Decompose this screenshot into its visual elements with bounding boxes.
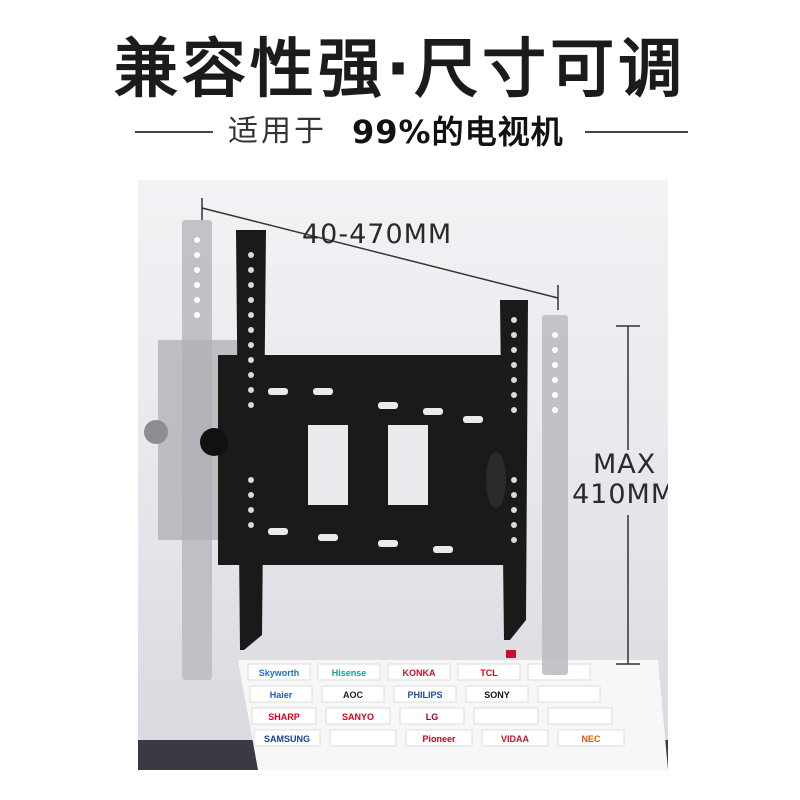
brand-tiles: Skyworth Hisense KONKA TCL Haier AOC PHI… xyxy=(247,663,625,747)
brand-philips: PHILIPS xyxy=(407,690,442,700)
ghost-arm-holes xyxy=(194,237,558,413)
brand-hisense: Hisense xyxy=(332,668,367,678)
height-max-label: MAX xyxy=(593,449,657,480)
brand-lg: LG xyxy=(426,712,439,722)
height-dimension xyxy=(616,325,640,665)
left-tilt-knob xyxy=(200,428,228,456)
right-arm xyxy=(486,300,528,658)
brand-sony: SONY xyxy=(484,690,510,700)
brand-samsung: SAMSUNG xyxy=(264,734,310,744)
height-value-label: 410MM xyxy=(572,479,668,510)
width-range-label: 40-470MM xyxy=(302,219,453,250)
brand-vidaa: VIDAA xyxy=(501,734,530,744)
subtitle-prefix: 适用于 xyxy=(228,114,327,149)
subtitle-highlight: 99%的电视机 xyxy=(352,113,564,151)
brand-pioneer: Pioneer xyxy=(422,734,456,744)
brand-skyworth: Skyworth xyxy=(259,668,300,678)
subtitle-row: 适用于 99%的电视机 xyxy=(0,112,800,152)
wall-plate xyxy=(218,355,518,565)
ghost-knob xyxy=(144,420,168,444)
subtitle-right-rule xyxy=(585,131,688,133)
brand-konka: KONKA xyxy=(403,668,436,678)
brand-nec: NEC xyxy=(581,734,601,744)
width-dimension xyxy=(201,198,559,310)
brand-aoc: AOC xyxy=(343,690,364,700)
product-image: Skyworth Hisense KONKA TCL Haier AOC PHI… xyxy=(138,180,668,770)
left-arm xyxy=(236,230,266,650)
brand-haier: Haier xyxy=(270,690,293,700)
subtitle-left-rule xyxy=(135,131,213,133)
brand-sharp: SHARP xyxy=(268,712,300,722)
page-title: 兼容性强·尺寸可调 xyxy=(113,33,687,107)
tv-bracket-illustration: Skyworth Hisense KONKA TCL Haier AOC PHI… xyxy=(138,180,668,770)
brand-tcl: TCL xyxy=(480,668,498,678)
brand-sanyo: SANYO xyxy=(342,712,374,722)
